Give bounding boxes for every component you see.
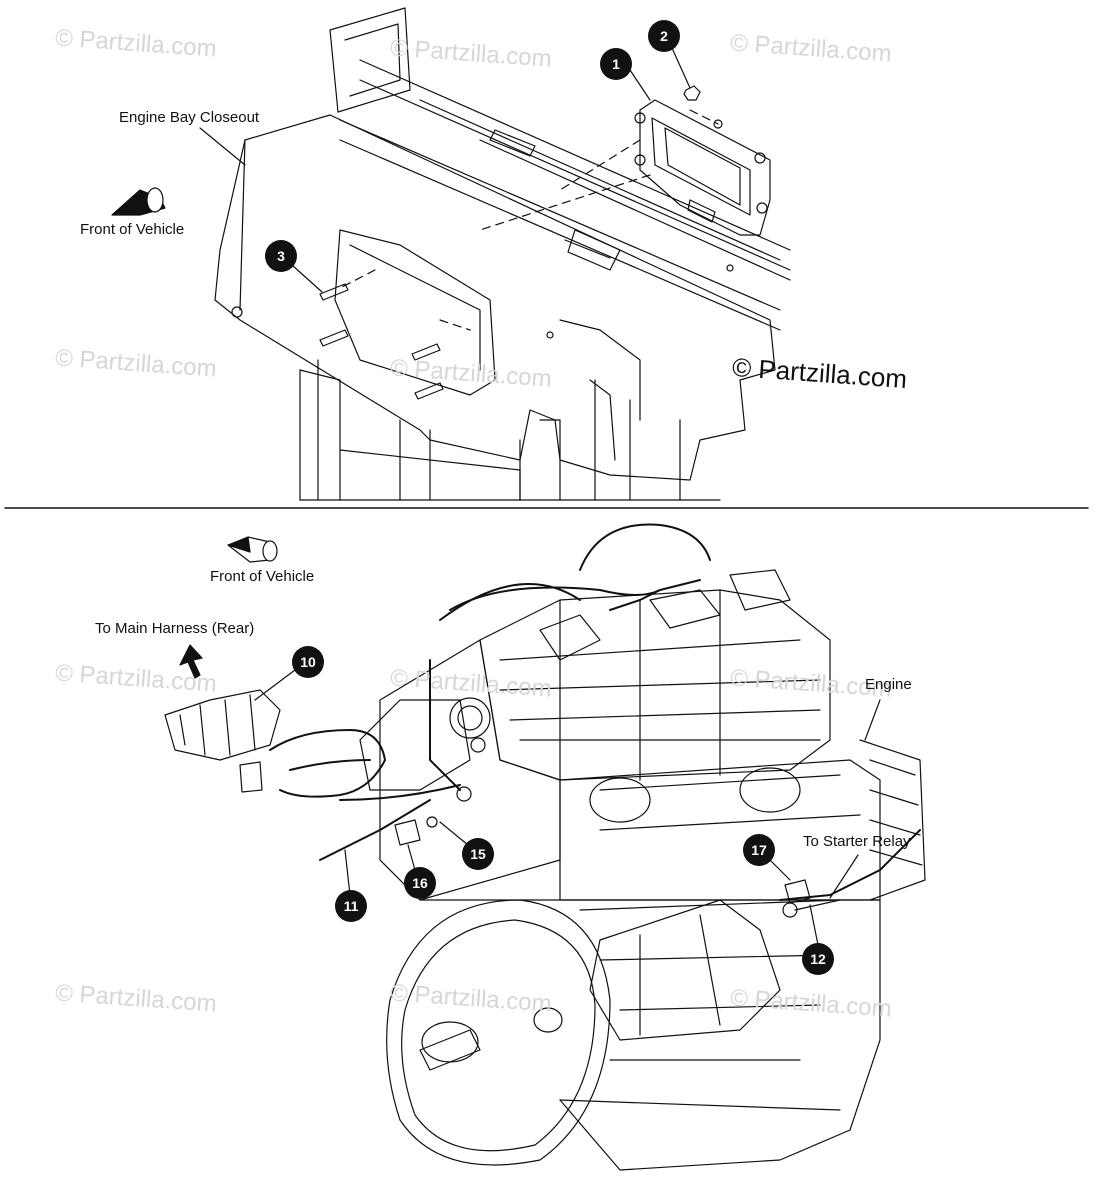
leader-16 bbox=[407, 844, 416, 871]
ground-terminals bbox=[394, 737, 841, 918]
leader-11 bbox=[344, 849, 351, 896]
frame-structure bbox=[299, 7, 791, 501]
callout-2: 2 bbox=[648, 20, 680, 52]
label-to-main-harness: To Main Harness (Rear) bbox=[95, 620, 255, 637]
front-arrow-bottom bbox=[227, 536, 278, 563]
front-arrow-top bbox=[111, 187, 166, 216]
label-engine: Engine bbox=[865, 676, 912, 693]
leader-1 bbox=[629, 69, 651, 101]
callout-3: 3 bbox=[265, 240, 297, 272]
leader-10 bbox=[254, 669, 296, 701]
label-engine-bay-closeout: Engine Bay Closeout bbox=[119, 109, 260, 126]
control-module bbox=[634, 85, 771, 236]
callout-16: 16 bbox=[404, 867, 436, 899]
label-to-starter-relay: To Starter Relay bbox=[803, 833, 911, 850]
callout-11: 11 bbox=[335, 890, 367, 922]
leader-15 bbox=[439, 821, 469, 846]
callout-10: 10 bbox=[292, 646, 324, 678]
bolts bbox=[319, 283, 444, 400]
callout-15: 15 bbox=[462, 838, 494, 870]
leader-12 bbox=[809, 904, 819, 946]
engine-bay-closeout-panel bbox=[214, 114, 776, 481]
main-harness-arrow bbox=[179, 644, 203, 679]
leader-17 bbox=[769, 859, 791, 881]
leader-3 bbox=[291, 264, 323, 293]
main-harness-connector bbox=[164, 689, 281, 793]
leader-engine bbox=[864, 699, 881, 741]
wiring-harness bbox=[269, 523, 921, 901]
leader-closeout bbox=[199, 127, 246, 166]
callout-17: 17 bbox=[743, 834, 775, 866]
label-front-of-vehicle-bottom: Front of Vehicle bbox=[210, 568, 315, 585]
label-front-of-vehicle-top: Front of Vehicle bbox=[80, 221, 185, 238]
callout-1: 1 bbox=[600, 48, 632, 80]
engine-body bbox=[359, 569, 926, 1171]
callout-12: 12 bbox=[802, 943, 834, 975]
leader-2 bbox=[671, 47, 691, 89]
leader-starter-relay bbox=[829, 854, 859, 899]
